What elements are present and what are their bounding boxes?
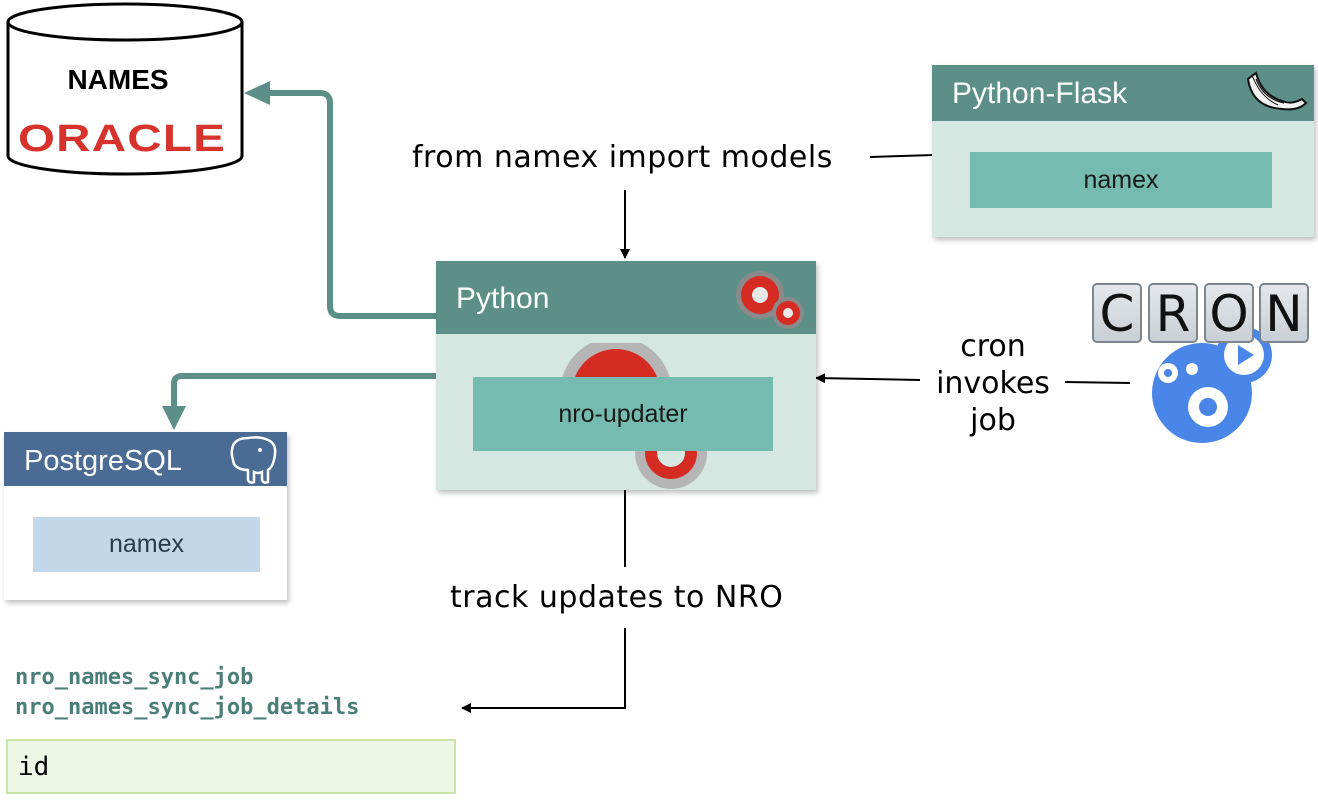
cron-letter-r: R <box>1148 283 1198 343</box>
cron-letter-c: C <box>1092 283 1142 343</box>
python-box: Python nro-updater <box>436 261 816 490</box>
postgres-arrowhead <box>162 406 186 430</box>
nro-updater-job: nro-updater <box>473 377 773 451</box>
flask-box-header: Python-Flask <box>932 65 1314 121</box>
flask-namex-module: namex <box>970 152 1272 208</box>
python-to-oracle-connector <box>268 90 440 319</box>
track-to-tables-arrow <box>461 628 626 713</box>
cron-invokes-label: cron invokes job <box>918 328 1068 439</box>
python-to-postgres-connector <box>171 373 446 408</box>
sync-job-details-table-name: nro_names_sync_job_details <box>15 695 360 720</box>
table-column-row: id <box>6 739 456 794</box>
python-box-title: Python <box>456 282 550 315</box>
cron-to-label-line <box>1064 381 1131 384</box>
elephant-icon <box>230 436 277 484</box>
postgres-namex-schema: namex <box>33 517 260 572</box>
cron-invokes-arrow <box>815 373 921 384</box>
import-label: from namex import models <box>412 140 833 175</box>
flask-box: Python-Flask namex <box>932 65 1314 237</box>
cron-label-line1: cron <box>960 329 1026 364</box>
oracle-database: NAMES ORACLE <box>5 0 245 180</box>
database-title: NAMES <box>67 64 169 95</box>
cron-label-line2: invokes <box>936 366 1050 401</box>
oracle-arrowhead <box>244 81 270 105</box>
track-updates-label: track updates to NRO <box>450 580 784 615</box>
cron-letter-n: N <box>1259 283 1309 343</box>
database-cylinder-icon <box>6 2 244 176</box>
postgres-box: PostgreSQL namex <box>4 432 287 600</box>
flask-horn-icon <box>1246 71 1308 111</box>
table-column-id: id <box>18 752 50 782</box>
flask-box-title: Python-Flask <box>952 77 1128 110</box>
gears-icon <box>736 271 804 329</box>
sync-job-table-name: nro_names_sync_job <box>15 665 254 690</box>
oracle-logo: ORACLE <box>17 118 227 160</box>
flask-to-import-line <box>869 154 935 158</box>
cron-letter-o: O <box>1204 283 1254 343</box>
cron-label-line3: job <box>970 403 1016 438</box>
postgres-box-title: PostgreSQL <box>24 445 182 477</box>
